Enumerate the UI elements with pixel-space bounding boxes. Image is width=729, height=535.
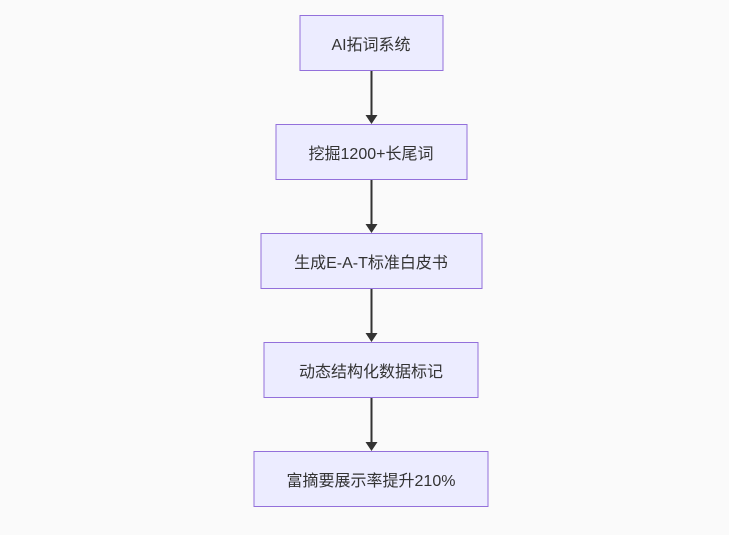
arrowhead-icon <box>365 224 377 233</box>
arrowhead-icon <box>365 115 377 124</box>
flow-node-rich-snippet-rate: 富摘要展示率提升210% <box>253 451 489 507</box>
flow-node-structured-data-markup: 动态结构化数据标记 <box>263 342 479 398</box>
flow-node-eat-whitepaper: 生成E-A-T标准白皮书 <box>260 233 482 289</box>
arrow-shaft <box>370 180 372 224</box>
flowchart-column: AI拓词系统 挖掘1200+长尾词 生成E-A-T标准白皮书 动态结构化数据标记… <box>253 15 489 507</box>
arrow-down-icon <box>365 71 377 124</box>
flow-node-ai-expansion-system: AI拓词系统 <box>299 15 443 71</box>
flow-node-longtail-keywords: 挖掘1200+长尾词 <box>275 124 467 180</box>
arrow-shaft <box>370 398 372 442</box>
arrowhead-icon <box>365 442 377 451</box>
arrow-shaft <box>370 289 372 333</box>
arrow-shaft <box>370 71 372 115</box>
arrow-down-icon <box>365 398 377 451</box>
arrowhead-icon <box>365 333 377 342</box>
arrow-down-icon <box>365 289 377 342</box>
arrow-down-icon <box>365 180 377 233</box>
